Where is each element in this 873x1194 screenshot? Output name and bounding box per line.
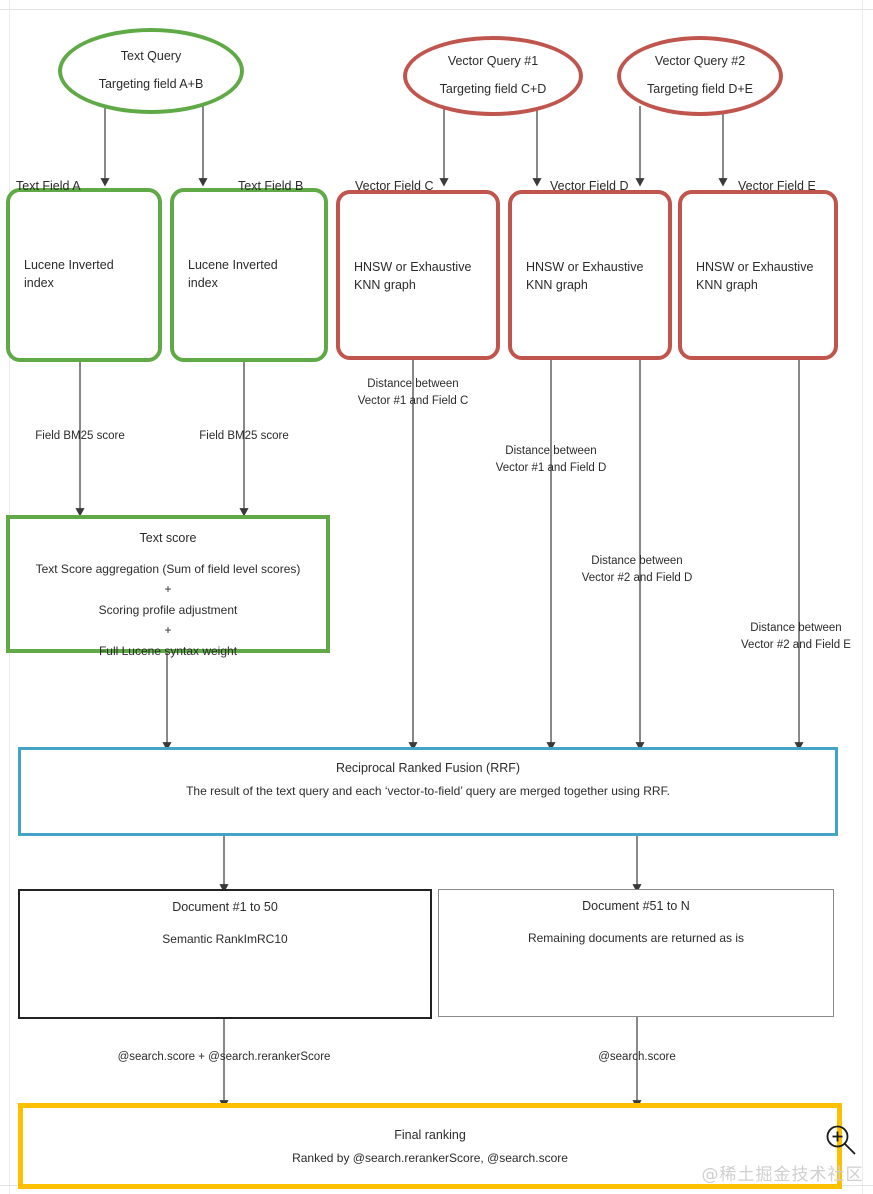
vector-query-2-subtitle: Targeting field D+E xyxy=(647,82,753,96)
vector-field-c-box[interactable]: HNSW or Exhaustive KNN graph xyxy=(336,190,500,360)
text-query-node[interactable]: Text Query Targeting field A+B xyxy=(58,28,244,114)
text-query-title: Text Query xyxy=(120,49,182,64)
text-field-a-body: Lucene Inverted index xyxy=(24,258,114,291)
documents-51-n-title: Document #51 to N xyxy=(582,899,690,913)
text-field-b-box[interactable]: Lucene Inverted index xyxy=(170,188,328,362)
rrf-box[interactable]: Reciprocal Ranked Fusion (RRF) The resul… xyxy=(18,747,838,836)
text-field-a-label: Text Field A xyxy=(16,179,81,193)
documents-51-n-box[interactable]: Document #51 to N Remaining documents ar… xyxy=(438,889,834,1017)
vector-field-d-box[interactable]: HNSW or Exhaustive KNN graph xyxy=(508,190,672,360)
vector-field-d-body: HNSW or Exhaustive KNN graph xyxy=(526,260,644,293)
vector-field-d-label: Vector Field D xyxy=(550,179,629,193)
edge-label-bm25-b: Field BM25 score xyxy=(199,430,289,442)
vector-field-c-label: Vector Field C xyxy=(355,179,434,193)
text-score-body: Text Score aggregation (Sum of field lev… xyxy=(35,562,301,658)
vector-field-e-box[interactable]: HNSW or Exhaustive KNN graph xyxy=(678,190,838,360)
page-right-edge xyxy=(862,0,863,1194)
page-top-rule xyxy=(0,9,873,10)
documents-1-50-box[interactable]: Document #1 to 50 Semantic RankImRC10 xyxy=(18,889,432,1019)
text-query-subtitle: Targeting field A+B xyxy=(98,77,204,91)
vector-query-1-title: Vector Query #1 xyxy=(447,54,539,69)
documents-1-50-title: Document #1 to 50 xyxy=(172,900,278,914)
text-score-title: Text score xyxy=(139,531,197,545)
vector-field-e-label: Vector Field E xyxy=(738,179,816,193)
edge-label-score-right: @search.score xyxy=(598,1051,676,1063)
text-field-b-body: Lucene Inverted index xyxy=(188,258,278,291)
text-score-box[interactable]: Text score Text Score aggregation (Sum o… xyxy=(6,515,330,658)
edge-label-distance-v2-d: Distance between Vector #2 and Field D xyxy=(581,555,693,584)
rrf-body: The result of the text query and each ‘v… xyxy=(186,784,670,798)
vector-query-1-node[interactable]: Vector Query #1 Targeting field C+D xyxy=(403,36,583,116)
documents-51-n-body: Remaining documents are returned as is xyxy=(527,931,745,945)
edge-label-distance-v1-c: Distance between Vector #1 and Field C xyxy=(357,378,469,407)
edge-label-distance-v1-d: Distance between Vector #1 and Field D xyxy=(495,445,607,474)
vector-field-e-body: HNSW or Exhaustive KNN graph xyxy=(696,260,814,293)
text-field-b-label: Text Field B xyxy=(238,179,304,193)
documents-1-50-body: Semantic RankImRC10 xyxy=(162,932,288,946)
rrf-title: Reciprocal Ranked Fusion (RRF) xyxy=(335,761,521,775)
edge-label-bm25-a: Field BM25 score xyxy=(35,430,125,442)
vector-field-c-body: HNSW or Exhaustive KNN graph xyxy=(354,260,472,293)
final-ranking-body: Ranked by @search.rerankerScore, @search… xyxy=(292,1151,568,1165)
final-ranking-title: Final ranking xyxy=(394,1128,466,1142)
vector-query-1-subtitle: Targeting field C+D xyxy=(439,82,547,96)
vector-query-2-title: Vector Query #2 xyxy=(654,54,746,69)
watermark: @稀土掘金技术社区 xyxy=(701,1165,864,1185)
text-field-a-box[interactable]: Lucene Inverted index xyxy=(6,188,162,362)
edge-label-distance-v2-e: Distance between Vector #2 and Field E xyxy=(741,622,851,651)
vector-query-2-node[interactable]: Vector Query #2 Targeting field D+E xyxy=(617,36,783,116)
edge-label-score-left: @search.score + @search.rerankerScore xyxy=(117,1051,331,1063)
zoom-in-icon[interactable] xyxy=(823,1122,859,1158)
